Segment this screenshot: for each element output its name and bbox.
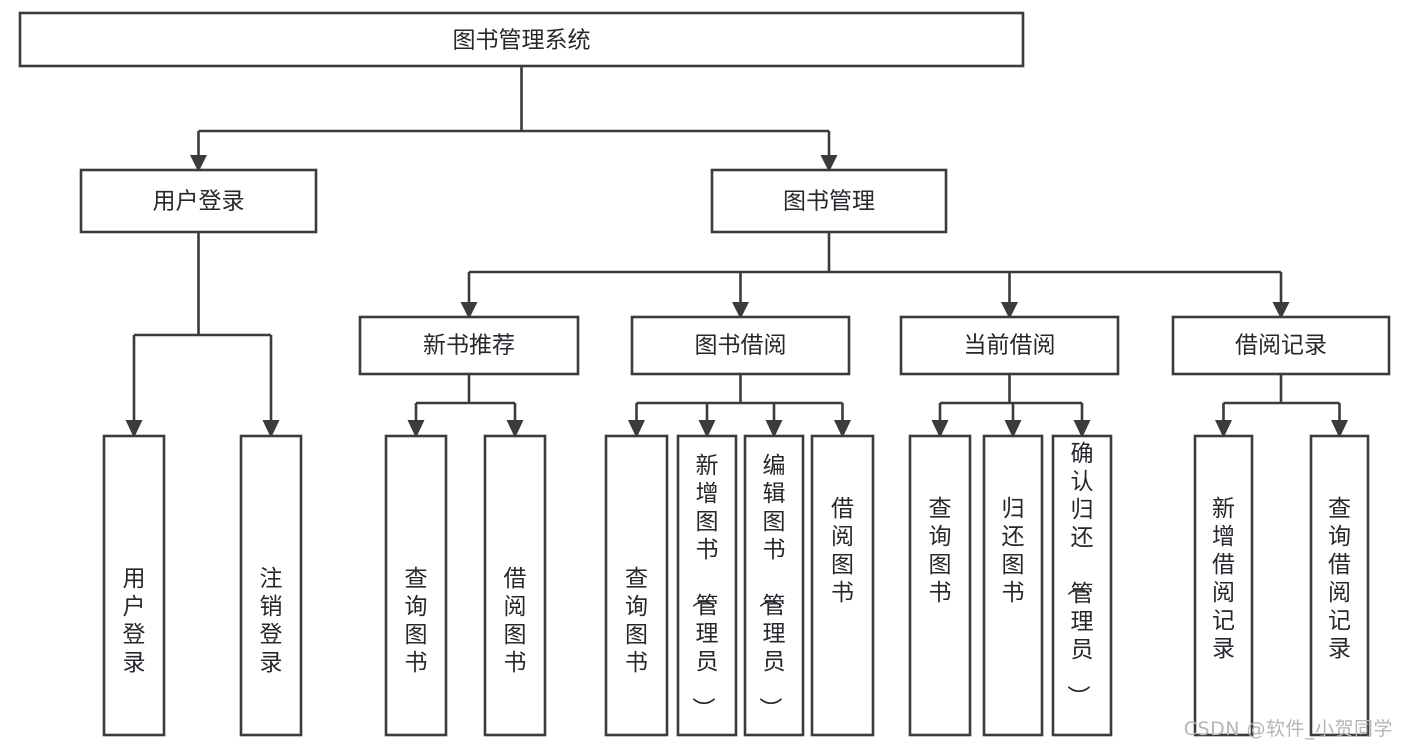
node-leaf-query-borrow-record-label: 查询借阅记录 — [1328, 496, 1351, 662]
node-leaf-query-borrow-record[interactable]: 查询借阅记录 — [1309, 434, 1370, 737]
node-leaf-user-login-box[interactable] — [102, 434, 166, 737]
node-layer: 图书管理系统 用户登录 图书管理 新书推荐 图书借阅 — [18, 11, 1391, 737]
arrow-icon-to-leaf-borrow-book-2 — [834, 420, 851, 438]
node-leaf-query-book-2-box[interactable] — [604, 434, 669, 737]
node-leaf-user-login-label: 用户登录 — [123, 566, 146, 676]
node-leaf-return-book[interactable]: 归还图书 — [982, 434, 1044, 737]
arrow-icon-to-leaf-borrow-book-1 — [506, 420, 524, 438]
node-leaf-add-book-box[interactable] — [676, 434, 738, 737]
node-leaf-borrow-book-2-box[interactable] — [810, 434, 875, 737]
node-current-borrow-box[interactable] — [899, 315, 1120, 376]
node-leaf-query-book-1[interactable]: 查询图书 — [384, 434, 448, 737]
arrow-icon-to-leaf-user-login — [125, 420, 143, 438]
node-leaf-confirm-return-box[interactable] — [1051, 434, 1113, 737]
arrow-icon-to-leaf-add-record — [1215, 420, 1232, 438]
node-leaf-logout[interactable]: 注销登录 — [239, 434, 303, 737]
node-leaf-borrow-book-1-label: 借阅图书 — [504, 566, 527, 676]
node-leaf-logout-label: 注销登录 — [260, 566, 283, 676]
node-book-borrow[interactable]: 图书借阅 — [630, 315, 851, 376]
node-leaf-confirm-return[interactable]: 确认归还（管理员） — [1051, 434, 1113, 737]
node-leaf-query-book-2[interactable]: 查询图书 — [604, 434, 669, 737]
arrow-icon-to-leaf-confirm-return — [1073, 420, 1091, 438]
node-book-borrow-box[interactable] — [630, 315, 851, 376]
node-leaf-borrow-book-1[interactable]: 借阅图书 — [483, 434, 547, 737]
arrowhead-layer — [125, 155, 1348, 438]
node-leaf-add-borrow-record-label: 新增借阅记录 — [1212, 496, 1235, 662]
node-leaf-query-book-3[interactable]: 查询图书 — [908, 434, 972, 737]
node-leaf-query-book-3-label: 查询图书 — [929, 496, 952, 606]
node-book-management[interactable]: 图书管理 — [710, 168, 948, 234]
arrow-icon-to-new-book — [460, 302, 478, 319]
node-leaf-borrow-book-2[interactable]: 借阅图书 — [810, 434, 875, 737]
node-new-book-recommend-box[interactable] — [358, 315, 580, 376]
arrow-icon-to-book-management — [820, 155, 838, 172]
node-leaf-query-borrow-record-box[interactable] — [1309, 434, 1370, 737]
node-borrow-record[interactable]: 借阅记录 — [1171, 315, 1391, 376]
node-leaf-logout-box[interactable] — [239, 434, 303, 737]
node-leaf-edit-book-box[interactable] — [743, 434, 805, 737]
node-leaf-user-login[interactable]: 用户登录 — [102, 434, 166, 737]
node-leaf-edit-book-label: 编辑图书（管理员） — [757, 453, 786, 720]
arrow-icon-to-leaf-add-book — [698, 420, 716, 438]
arrow-icon-to-current-borrow — [1001, 302, 1018, 319]
arrow-icon-to-book-borrow — [732, 302, 749, 319]
arrow-icon-to-leaf-query-book-1 — [407, 420, 425, 438]
node-leaf-add-borrow-record-box[interactable] — [1193, 434, 1254, 737]
arrow-icon-to-leaf-logout — [262, 420, 280, 438]
node-user-login-label: 用户登录 — [153, 189, 245, 215]
node-leaf-confirm-return-label: 确认归还（管理员） — [1065, 441, 1094, 708]
node-root-label: 图书管理系统 — [453, 28, 591, 54]
arrow-icon-to-leaf-edit-book — [765, 420, 783, 438]
node-leaf-return-book-label: 归还图书 — [1002, 496, 1025, 606]
node-new-book-recommend-label: 新书推荐 — [423, 333, 515, 359]
node-root[interactable]: 图书管理系统 — [18, 11, 1025, 68]
node-new-book-recommend[interactable]: 新书推荐 — [358, 315, 580, 376]
node-borrow-record-box[interactable] — [1171, 315, 1391, 376]
node-leaf-query-book-2-label: 查询图书 — [625, 566, 648, 676]
node-leaf-query-book-1-label: 查询图书 — [405, 566, 428, 676]
arrow-icon-to-borrow-record — [1272, 302, 1290, 319]
node-book-management-box[interactable] — [710, 168, 948, 234]
arrow-icon-to-leaf-query-book-2 — [628, 420, 645, 438]
arrow-icon-to-user-login — [190, 155, 207, 172]
node-current-borrow-label: 当前借阅 — [964, 333, 1056, 359]
node-book-borrow-label: 图书借阅 — [695, 333, 787, 359]
node-leaf-borrow-book-2-label: 借阅图书 — [831, 496, 854, 606]
arrow-icon-to-leaf-query-book-3 — [931, 420, 949, 438]
node-leaf-add-book-label: 新增图书（管理员） — [690, 453, 719, 720]
node-leaf-add-book[interactable]: 新增图书（管理员） — [676, 434, 738, 737]
csdn-watermark: CSDN @软件_小贺同学 — [1183, 718, 1393, 740]
node-leaf-return-book-box[interactable] — [982, 434, 1044, 737]
node-leaf-borrow-book-1-box[interactable] — [483, 434, 547, 737]
arrow-icon-to-leaf-query-record — [1331, 420, 1348, 438]
node-current-borrow[interactable]: 当前借阅 — [899, 315, 1120, 376]
node-leaf-add-borrow-record[interactable]: 新增借阅记录 — [1193, 434, 1254, 737]
node-leaf-edit-book[interactable]: 编辑图书（管理员） — [743, 434, 805, 737]
node-borrow-record-label: 借阅记录 — [1235, 333, 1327, 359]
node-leaf-query-book-1-box[interactable] — [384, 434, 448, 737]
node-leaf-query-book-3-box[interactable] — [908, 434, 972, 737]
arrow-icon-to-leaf-return-book — [1004, 420, 1022, 438]
node-book-management-label: 图书管理 — [783, 189, 875, 215]
node-user-login[interactable]: 用户登录 — [79, 168, 318, 234]
node-user-login-box[interactable] — [79, 168, 318, 234]
node-root-box[interactable] — [18, 11, 1025, 68]
